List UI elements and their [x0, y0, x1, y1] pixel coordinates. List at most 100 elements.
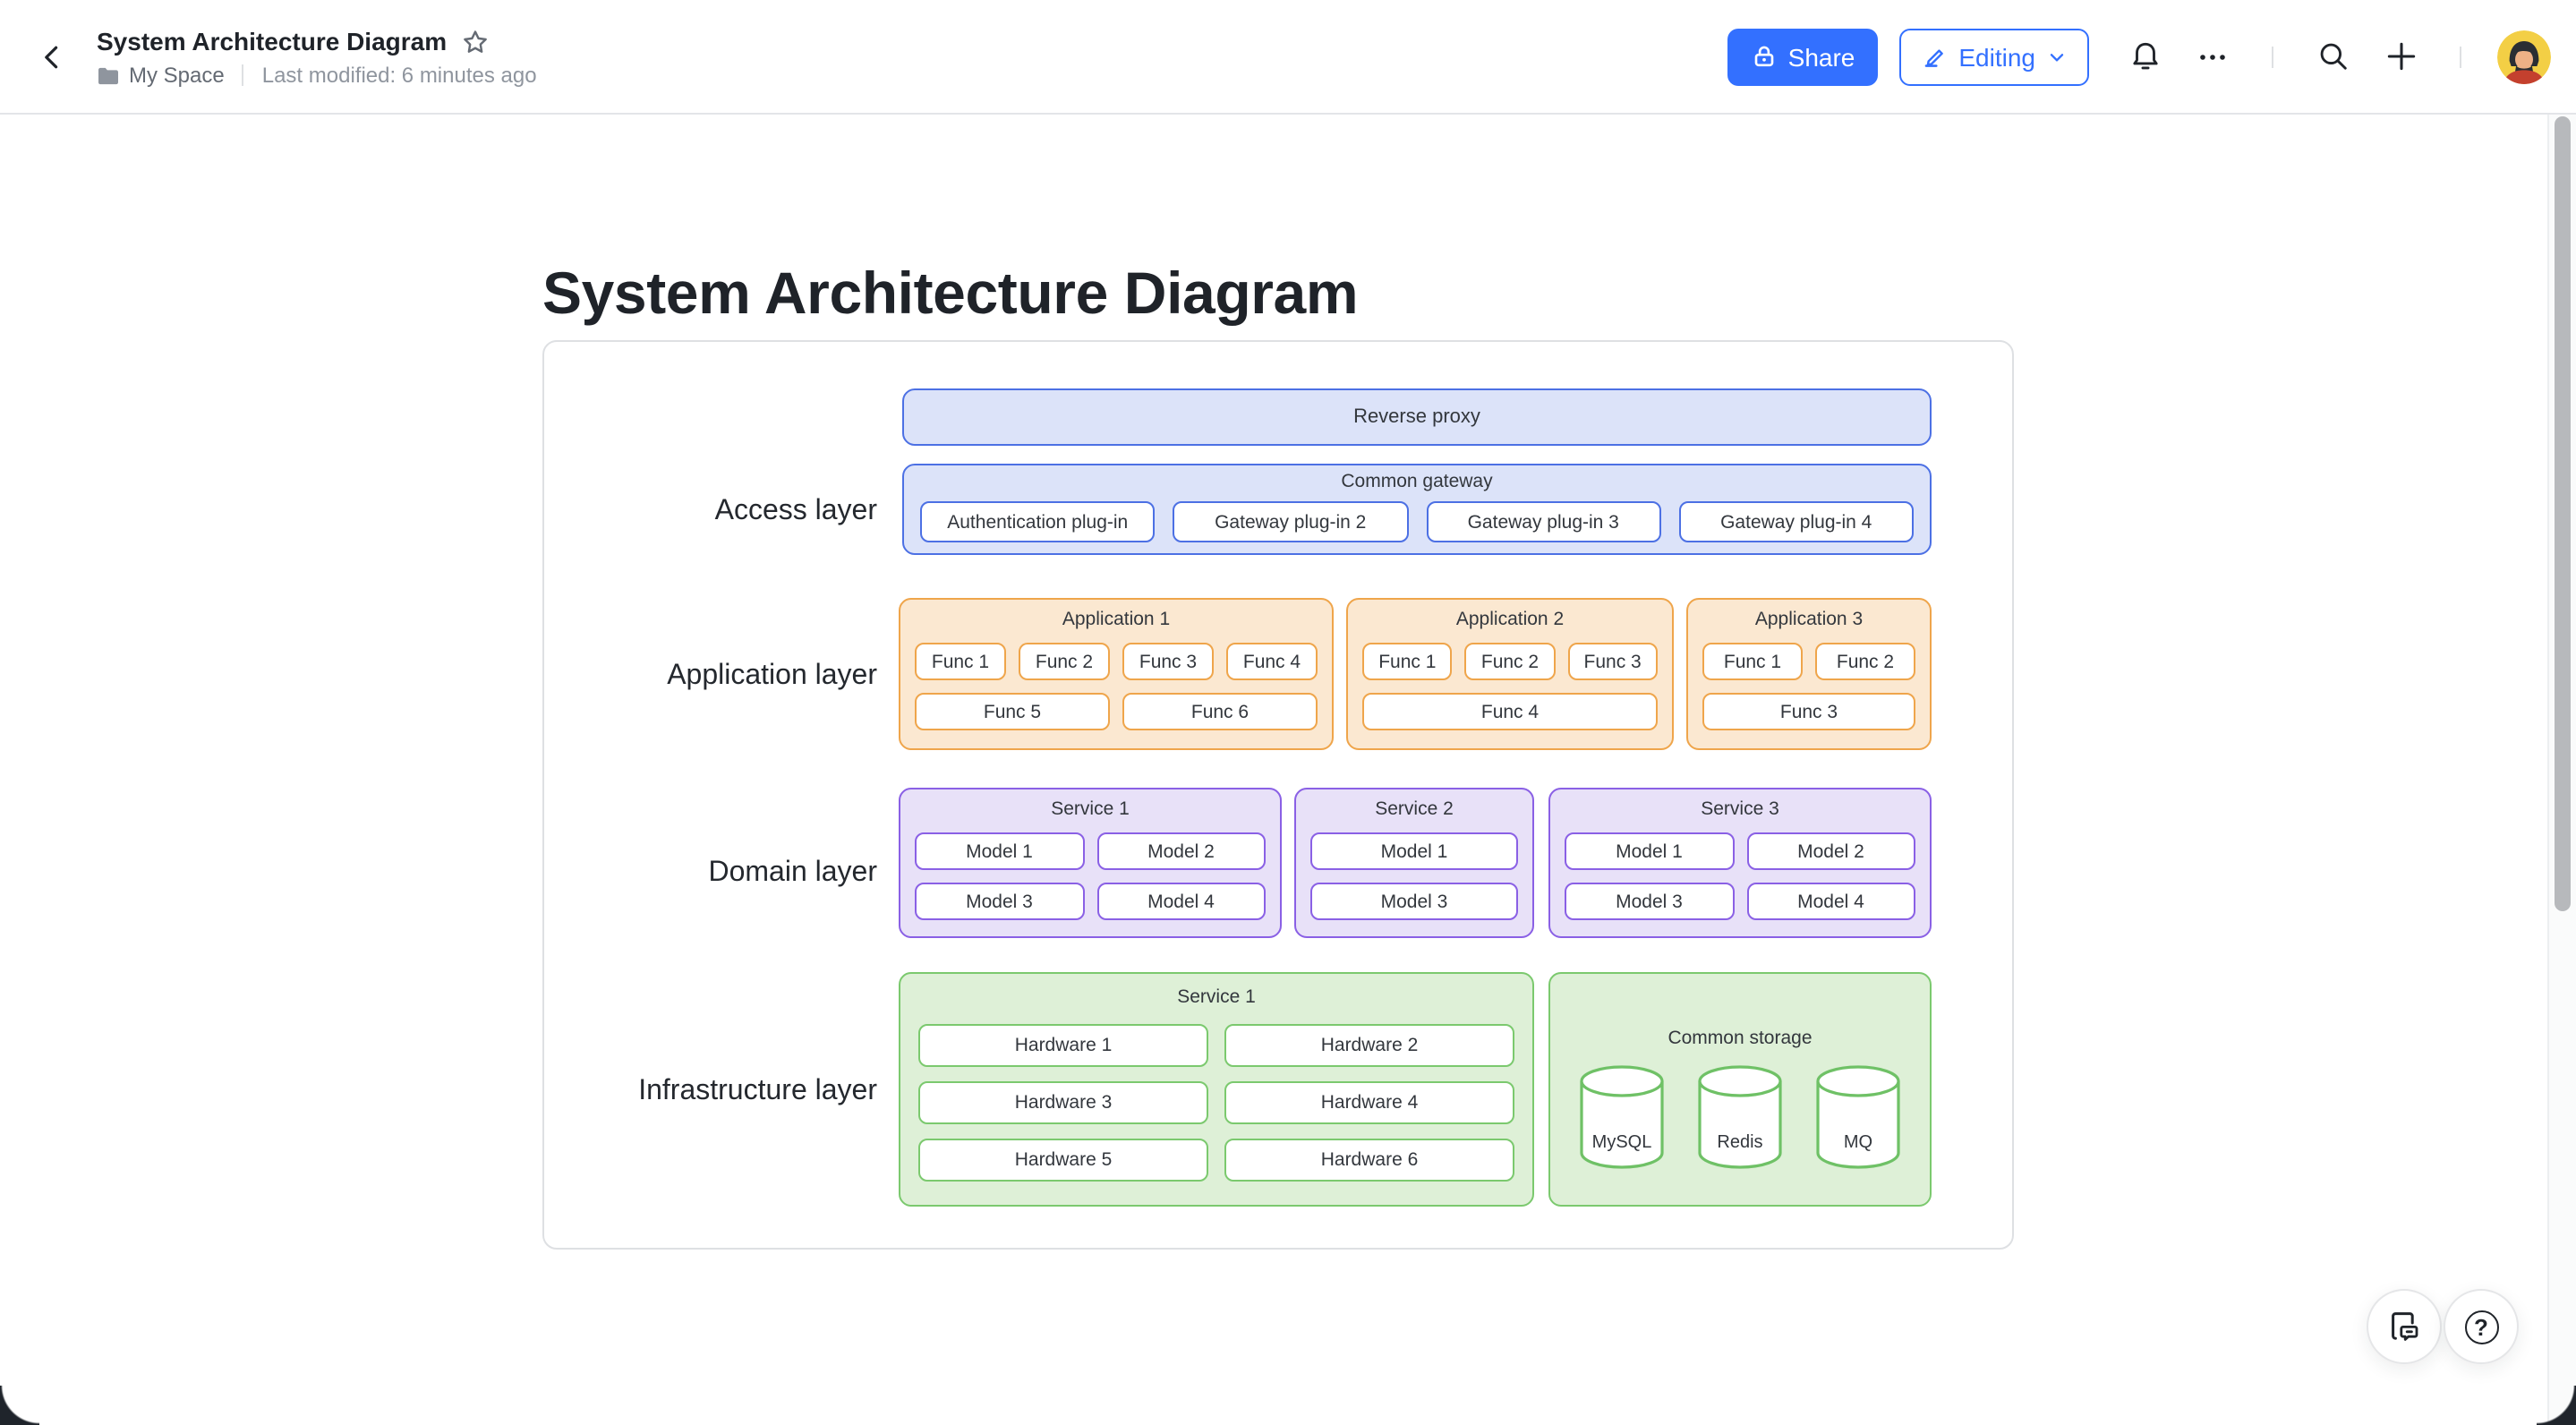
avatar-illustration	[2497, 30, 2551, 83]
shape-hardware-5[interactable]: Hardware 5	[918, 1139, 1208, 1182]
doc-title: System Architecture Diagram	[97, 27, 448, 55]
editing-mode-button[interactable]: Editing	[1899, 28, 2089, 85]
application-3-title: Application 3	[1754, 609, 1864, 630]
reverse-proxy-label: Reverse proxy	[1353, 406, 1480, 428]
screen-corner-bottom-left	[0, 1386, 39, 1425]
shape-ds3-model3[interactable]: Model 3	[1565, 883, 1734, 920]
share-button-label: Share	[1787, 42, 1855, 71]
shape-app1-func6[interactable]: Func 6	[1122, 693, 1318, 730]
header-actions: Share Editing	[1727, 28, 2551, 85]
shape-ds2-model1[interactable]: Model 1	[1310, 832, 1518, 870]
shape-application-2[interactable]: Application 2 Func 1 Func 2 Func 3 Func …	[1346, 598, 1674, 750]
shape-hardware-1[interactable]: Hardware 1	[918, 1024, 1208, 1067]
doc-meta: System Architecture Diagram My Space Las…	[97, 25, 537, 88]
page-title[interactable]: System Architecture Diagram	[542, 260, 1359, 327]
infra-service-1-title: Service 1	[1177, 986, 1256, 1008]
shape-ds2-model3[interactable]: Model 3	[1310, 883, 1518, 920]
shape-ds3-model1[interactable]: Model 1	[1565, 832, 1734, 870]
search-icon	[2319, 43, 2346, 70]
shape-app1-func4[interactable]: Func 4	[1226, 643, 1318, 680]
shape-gateway-plugin-2[interactable]: Gateway plug-in 2	[1173, 501, 1408, 542]
shape-db-mq[interactable]: MQ	[1815, 1065, 1901, 1169]
back-button[interactable]	[29, 33, 75, 80]
plus-icon	[2386, 42, 2415, 71]
header-divider-1	[2272, 46, 2273, 67]
shape-db-mysql[interactable]: MySQL	[1579, 1065, 1665, 1169]
shape-hardware-4[interactable]: Hardware 4	[1224, 1081, 1514, 1124]
avatar[interactable]	[2497, 30, 2551, 83]
help-button[interactable]: ?	[2444, 1289, 2519, 1364]
shape-app3-func1[interactable]: Func 1	[1702, 643, 1803, 680]
shape-common-gateway[interactable]: Common gateway Authentication plug-in Ga…	[902, 464, 1932, 555]
scrollbar-thumb[interactable]	[2555, 116, 2571, 911]
shape-app2-func2[interactable]: Func 2	[1464, 643, 1556, 680]
application-2-title: Application 2	[1455, 609, 1565, 630]
layer-label-infrastructure[interactable]: Infrastructure layer	[638, 1076, 877, 1106]
shape-app1-func5[interactable]: Func 5	[915, 693, 1110, 730]
shape-hardware-3[interactable]: Hardware 3	[918, 1081, 1208, 1124]
shape-app2-func1[interactable]: Func 1	[1362, 643, 1453, 680]
shape-ds1-model1[interactable]: Model 1	[915, 832, 1084, 870]
shape-ds3-model4[interactable]: Model 4	[1746, 883, 1915, 920]
search-button[interactable]	[2306, 30, 2359, 83]
notifications-button[interactable]	[2118, 30, 2171, 83]
last-modified-text: Last modified: 6 minutes ago	[261, 63, 537, 88]
more-button[interactable]	[2186, 30, 2239, 83]
shape-app2-func3[interactable]: Func 3	[1567, 643, 1658, 680]
shape-hardware-2[interactable]: Hardware 2	[1224, 1024, 1514, 1067]
shape-app1-func2[interactable]: Func 2	[1019, 643, 1110, 680]
shape-application-3[interactable]: Application 3 Func 1 Func 2 Func 3	[1686, 598, 1932, 750]
lock-icon	[1754, 46, 1773, 67]
shape-db-redis[interactable]: Redis	[1697, 1065, 1783, 1169]
layer-label-domain[interactable]: Domain layer	[708, 858, 877, 888]
domain-service-3-title: Service 3	[1701, 798, 1779, 820]
common-gateway-title: Common gateway	[1341, 471, 1493, 492]
shape-ds1-model4[interactable]: Model 4	[1096, 883, 1266, 920]
shape-infra-service-1[interactable]: Service 1 Hardware 1 Hardware 2 Hardware…	[899, 972, 1534, 1207]
shape-reverse-proxy[interactable]: Reverse proxy	[902, 388, 1932, 446]
chevron-left-icon	[45, 45, 58, 68]
diagram-canvas[interactable]: Access layer Application layer Domain la…	[542, 340, 2014, 1250]
shape-app1-func3[interactable]: Func 3	[1122, 643, 1214, 680]
create-new-button[interactable]	[2374, 30, 2427, 83]
shape-app3-func3[interactable]: Func 3	[1702, 693, 1915, 730]
database-cylinder-icon	[1816, 1065, 1900, 1169]
annotations-button[interactable]	[2367, 1289, 2442, 1364]
layer-label-application[interactable]: Application layer	[667, 661, 877, 691]
layer-label-access[interactable]: Access layer	[714, 496, 877, 526]
shape-common-storage[interactable]: Common storage MySQL Redis	[1548, 972, 1932, 1207]
db-redis-label: Redis	[1717, 1133, 1763, 1153]
domain-service-1-title: Service 1	[1051, 798, 1130, 820]
breadcrumb-divider	[242, 64, 244, 86]
shape-app2-func4[interactable]: Func 4	[1362, 693, 1658, 730]
breadcrumb-space-link[interactable]: My Space	[129, 63, 225, 88]
shape-gateway-plugin-3[interactable]: Gateway plug-in 3	[1426, 501, 1661, 542]
shape-ds1-model2[interactable]: Model 2	[1096, 832, 1266, 870]
shape-gateway-plugin-4[interactable]: Gateway plug-in 4	[1678, 501, 1914, 542]
question-icon: ?	[2464, 1310, 2498, 1344]
header-bar: System Architecture Diagram My Space Las…	[0, 0, 2576, 115]
shape-app1-func1[interactable]: Func 1	[915, 643, 1006, 680]
shape-app3-func2[interactable]: Func 2	[1815, 643, 1915, 680]
shape-auth-plugin[interactable]: Authentication plug-in	[920, 501, 1156, 542]
database-cylinder-icon	[1698, 1065, 1782, 1169]
share-button[interactable]: Share	[1727, 28, 1879, 85]
shape-ds3-model2[interactable]: Model 2	[1746, 832, 1915, 870]
database-cylinder-icon	[1580, 1065, 1664, 1169]
folder-icon	[98, 66, 118, 84]
shape-hardware-6[interactable]: Hardware 6	[1224, 1139, 1514, 1182]
header-divider-2	[2460, 46, 2461, 67]
common-storage-title: Common storage	[1668, 1028, 1813, 1049]
ellipsis-icon	[2200, 54, 2225, 59]
shape-domain-service-1[interactable]: Service 1 Model 1 Model 2 Model 3 Model …	[899, 788, 1282, 938]
editing-button-label: Editing	[1958, 42, 2035, 71]
scrollbar-track[interactable]	[2547, 115, 2576, 1425]
shape-domain-service-3[interactable]: Service 3 Model 1 Model 2 Model 3 Model …	[1548, 788, 1932, 938]
application-1-title: Application 1	[1062, 609, 1171, 630]
shape-ds1-model3[interactable]: Model 3	[915, 883, 1084, 920]
star-icon[interactable]	[461, 28, 488, 55]
shape-domain-service-2[interactable]: Service 2 Model 1 Model 3	[1294, 788, 1534, 938]
shape-application-1[interactable]: Application 1 Func 1 Func 2 Func 3 Func …	[899, 598, 1334, 750]
